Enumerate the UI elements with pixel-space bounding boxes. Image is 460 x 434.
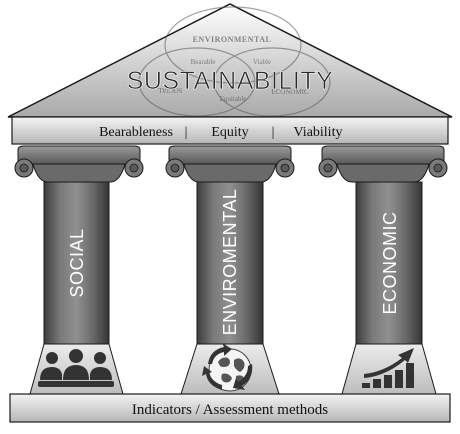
- lintel-bar: [11, 116, 449, 145]
- pillar-environmental-capital-top: [168, 145, 292, 165]
- pillar-social-label: SOCIAL: [67, 228, 87, 297]
- pillar-environmental: ENVIROMENTAL: [165, 145, 295, 395]
- lintel-separator-1: |: [185, 125, 188, 140]
- lintel-item-bearableness: Bearableness: [99, 125, 173, 140]
- roof: ENVIRONMENTAL Bearable Viable SOCIAL ECO…: [7, 3, 453, 118]
- venn-circle-economic: [213, 47, 331, 117]
- pillar-social-capital-top: [17, 145, 141, 165]
- pillar-social: SOCIAL: [14, 145, 144, 395]
- pillar-economic-volute-left-inner: [323, 163, 333, 173]
- venn-label-viable: Viable: [253, 58, 271, 66]
- venn-circle-social: [138, 47, 256, 117]
- growth-chart-icon: [362, 348, 414, 388]
- venn-label-bearable: Bearable: [191, 58, 216, 66]
- pillar-economic: ECONOMIC: [318, 145, 448, 395]
- people-icon: [38, 349, 114, 387]
- base-label: Indicators / Assessment methods: [132, 402, 328, 418]
- venn-label-equitable: Equitable: [220, 95, 247, 103]
- pillar-environmental-volute-right-inner: [280, 163, 290, 173]
- pillar-social-volute-left-inner: [19, 163, 29, 173]
- base: Indicators / Assessment methods: [9, 393, 451, 423]
- venn-diagram: ENVIRONMENTAL Bearable Viable SOCIAL ECO…: [138, 6, 331, 117]
- pillar-economic-capital-bowl: [336, 163, 430, 183]
- pillar-economic-shaft: [355, 181, 423, 345]
- base-bar: [9, 393, 451, 423]
- pillar-economic-label: ECONOMIC: [380, 212, 400, 315]
- recycle-globe-icon: [202, 343, 253, 392]
- pillar-social-shaft: [43, 181, 110, 345]
- venn-label-economic: ECONOMIC: [271, 88, 309, 96]
- pillar-environmental-shaft: [196, 181, 264, 345]
- pillar-social-volute-right-inner: [129, 163, 139, 173]
- venn-label-environmental: ENVIRONMENTAL: [193, 35, 272, 44]
- pillar-environmental-label: ENVIROMENTAL: [220, 189, 240, 336]
- pillar-economic-volute-right-inner: [433, 163, 443, 173]
- roof-title: SUSTAINABILITY: [127, 67, 334, 95]
- pillar-social-capital-bowl: [32, 163, 126, 183]
- lintel-item-viability: Viability: [294, 125, 343, 140]
- pillar-environmental-volute-left-inner: [170, 163, 180, 173]
- pillar-environmental-capital-bowl: [183, 163, 277, 183]
- pillar-economic-capital-top: [321, 145, 445, 165]
- venn-label-social: SOCIAL: [157, 86, 182, 94]
- lintel: Bearableness | Equity | Viability: [11, 116, 449, 145]
- lintel-separator-2: |: [272, 125, 275, 140]
- lintel-item-equity: Equity: [211, 125, 248, 140]
- venn-circle-environmental: [164, 6, 302, 84]
